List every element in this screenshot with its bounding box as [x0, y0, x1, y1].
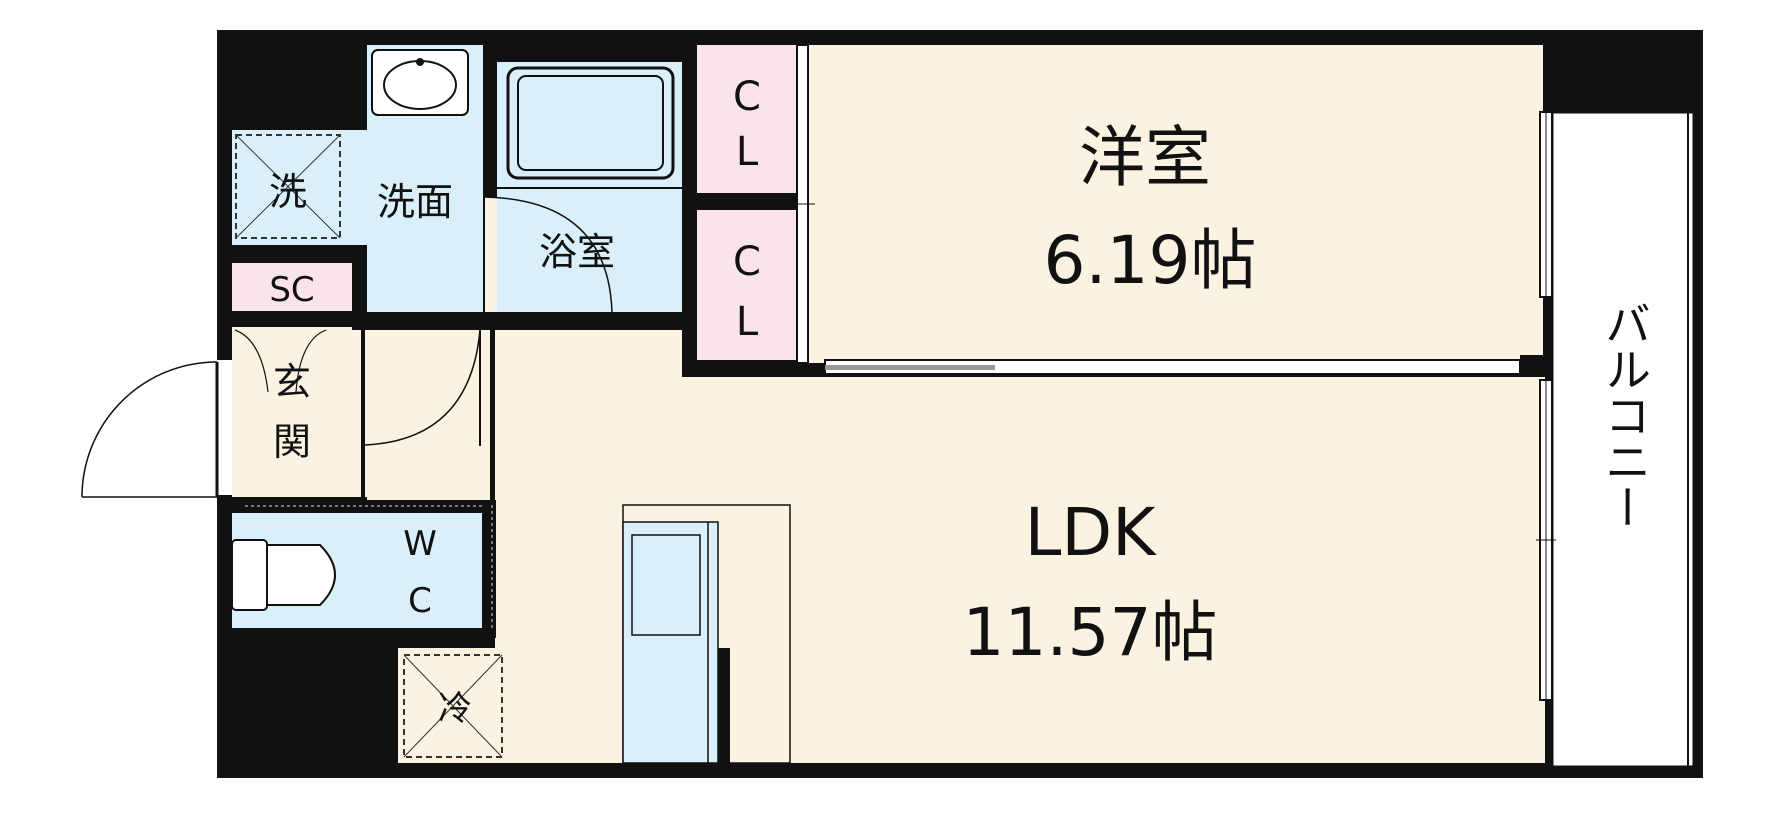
- corridor-gap: [485, 197, 497, 314]
- sliding-door-track: [825, 365, 995, 370]
- closet-mid-wall: [697, 193, 797, 210]
- bathtub-inner: [517, 75, 664, 171]
- shoe-closet-name: SC: [269, 270, 314, 310]
- washbasin-tap: [416, 58, 424, 66]
- hall-door-swing: [364, 329, 481, 446]
- kitchen-wall-stub: [718, 648, 730, 763]
- washroom-wall-block: [232, 45, 367, 130]
- closet-top-name-1: C: [733, 74, 761, 120]
- fridge-name: 冷: [438, 689, 472, 729]
- balcony-name: バルコニー: [1598, 300, 1652, 530]
- ldk-name: LDK: [1025, 494, 1158, 571]
- toilet-wall-right: [482, 500, 496, 638]
- closet-top-name-2: L: [736, 129, 759, 175]
- toilet-name-1: W: [403, 524, 437, 564]
- washroom-name: 洗面: [377, 180, 453, 224]
- bedroom-size: 6.19帖: [1044, 222, 1257, 299]
- entrance-door-swing: [81, 361, 218, 498]
- shoe-closet-door: [234, 329, 327, 393]
- toilet-bowl: [266, 544, 336, 606]
- fridge-diag2: [403, 654, 503, 758]
- washer-pan: [235, 134, 341, 239]
- closet-bottom-name-1: C: [733, 239, 761, 285]
- bath-door-swing: [484, 196, 613, 313]
- shoe-closet-floor: [232, 263, 352, 311]
- hall-floor: [365, 330, 490, 500]
- shoe-closet-wall-bottom: [232, 311, 352, 327]
- toilet-wall-bottom: [217, 628, 398, 778]
- outside-top-right: [1703, 0, 1781, 817]
- washroom-left-wall: [217, 45, 232, 130]
- closet-bottom-name-2: L: [736, 299, 759, 345]
- bedroom-ldk-wall-right: [1520, 355, 1552, 377]
- washroom-floor-lower: [367, 240, 483, 315]
- ldk-size: 11.57帖: [963, 594, 1218, 671]
- washer-pan-diag2: [235, 134, 341, 239]
- shoe-closet-wall: [232, 245, 367, 263]
- entrance-name-1: 玄: [273, 360, 311, 404]
- bath-wall-left: [483, 45, 497, 195]
- closet-top-floor: [697, 45, 797, 193]
- bedroom-floor: [808, 45, 1543, 363]
- balcony-floor: [1552, 112, 1694, 767]
- washroom-lower-wall: [367, 312, 483, 330]
- entrance-floor: [232, 327, 362, 497]
- toilet-name-2: C: [408, 581, 432, 621]
- bathtub: [506, 66, 675, 180]
- toilet-wall-top: [217, 497, 367, 513]
- window-bedroom: [1539, 111, 1553, 298]
- ldk-floor-upper: [495, 330, 685, 380]
- window-ldk: [1536, 379, 1556, 701]
- washer-name: 洗: [269, 170, 307, 214]
- bath-wall-bottom: [483, 312, 697, 330]
- bath-name: 浴室: [539, 230, 615, 274]
- kitchen-sink: [631, 534, 701, 636]
- closet-bottom-floor: [697, 210, 797, 360]
- closet-divider-wall: [682, 45, 697, 375]
- entrance-name-2: 関: [273, 420, 311, 464]
- bedroom-name: 洋室: [1079, 119, 1211, 196]
- shoe-closet-wall-right: [352, 245, 367, 330]
- toilet-tank: [231, 539, 268, 611]
